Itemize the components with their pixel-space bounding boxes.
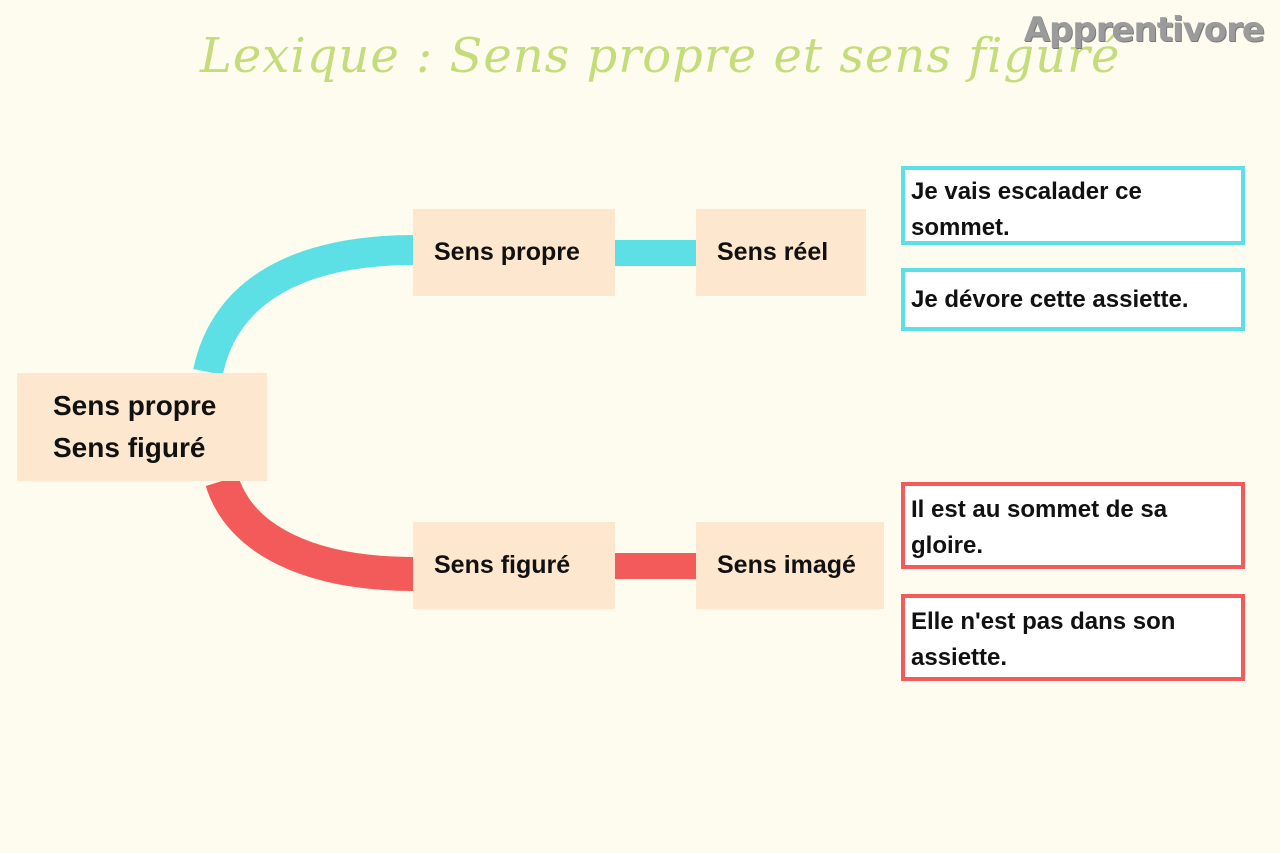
node-sens-image: Sens imagé <box>696 522 884 609</box>
root-line-2: Sens figuré <box>53 432 206 463</box>
node-sens-reel: Sens réel <box>696 209 866 296</box>
connector-propre-bar <box>614 240 696 266</box>
example-figure-2: Elle n'est pas dans son assiette. <box>901 594 1245 681</box>
example-figure-1: Il est au sommet de sa gloire. <box>901 482 1245 569</box>
connector-figure-curve <box>205 475 415 591</box>
root-node: Sens propre Sens figuré <box>17 373 267 481</box>
diagram-title: Lexique : Sens propre et sens figuré <box>200 28 1121 84</box>
connector-figure-bar <box>614 553 696 579</box>
root-line-1: Sens propre <box>53 390 217 421</box>
node-sens-figure: Sens figuré <box>413 522 615 609</box>
example-propre-1: Je vais escalader ce sommet. <box>901 166 1245 245</box>
node-sens-propre: Sens propre <box>413 209 615 296</box>
brand-logo: Apprentivore <box>1023 10 1265 50</box>
connector-propre-curve <box>193 235 415 376</box>
example-propre-2: Je dévore cette assiette. <box>901 268 1245 331</box>
